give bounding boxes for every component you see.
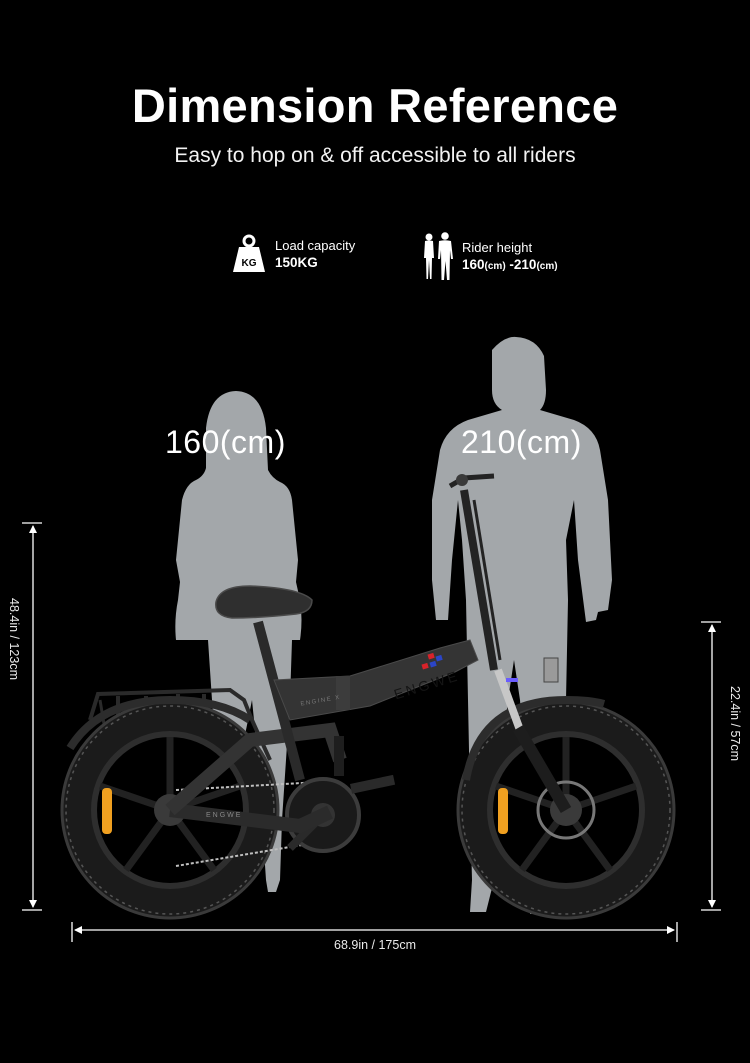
dimension-lines [22,522,721,942]
length-dimension: 68.9in / 175cm [334,938,416,952]
load-capacity-value: 150KG [275,255,318,270]
rear-reflector [102,788,112,834]
page-title: Dimension Reference [131,79,619,132]
fold-hinge [336,676,350,710]
front-fork [494,668,572,814]
rider-height-value: 160(cm) -210(cm) [462,257,558,272]
rider-height-spec: Rider height 160(cm) -210(cm) [418,232,558,282]
svg-text:KG: KG [242,258,257,269]
seat-height-dimension: 22.4in / 57cm [728,686,742,762]
disc-brake [536,780,596,840]
weight-kg-icon: KG [233,234,265,272]
headlight [543,657,559,683]
rider-height-label: Rider height [462,240,533,255]
seat-post [253,620,305,782]
front-reflector [498,788,508,834]
rear-fender [66,695,253,751]
pedal [349,774,396,794]
load-capacity-label: Load capacity [275,238,356,253]
chainring [285,774,396,853]
overall-height-dimension: 48.4in / 123cm [7,598,21,680]
page-subtitle: Easy to hop on & off accessible to all r… [174,144,576,167]
male-height-label: 210(cm) [461,424,582,460]
chain-stay [169,803,333,834]
main-frame: ENGWE ENGINE X [273,639,479,721]
riders-icon [424,232,453,280]
svg-text:ENGWE: ENGWE [206,812,242,819]
handlebar-stem [448,473,502,671]
female-height-label: 160(cm) [165,424,286,460]
load-capacity-spec: KG Load capacity 150KG [231,234,355,274]
front-fender [462,695,606,781]
brand-logo [421,652,443,670]
rear-shock [334,736,344,776]
saddle [215,585,313,619]
